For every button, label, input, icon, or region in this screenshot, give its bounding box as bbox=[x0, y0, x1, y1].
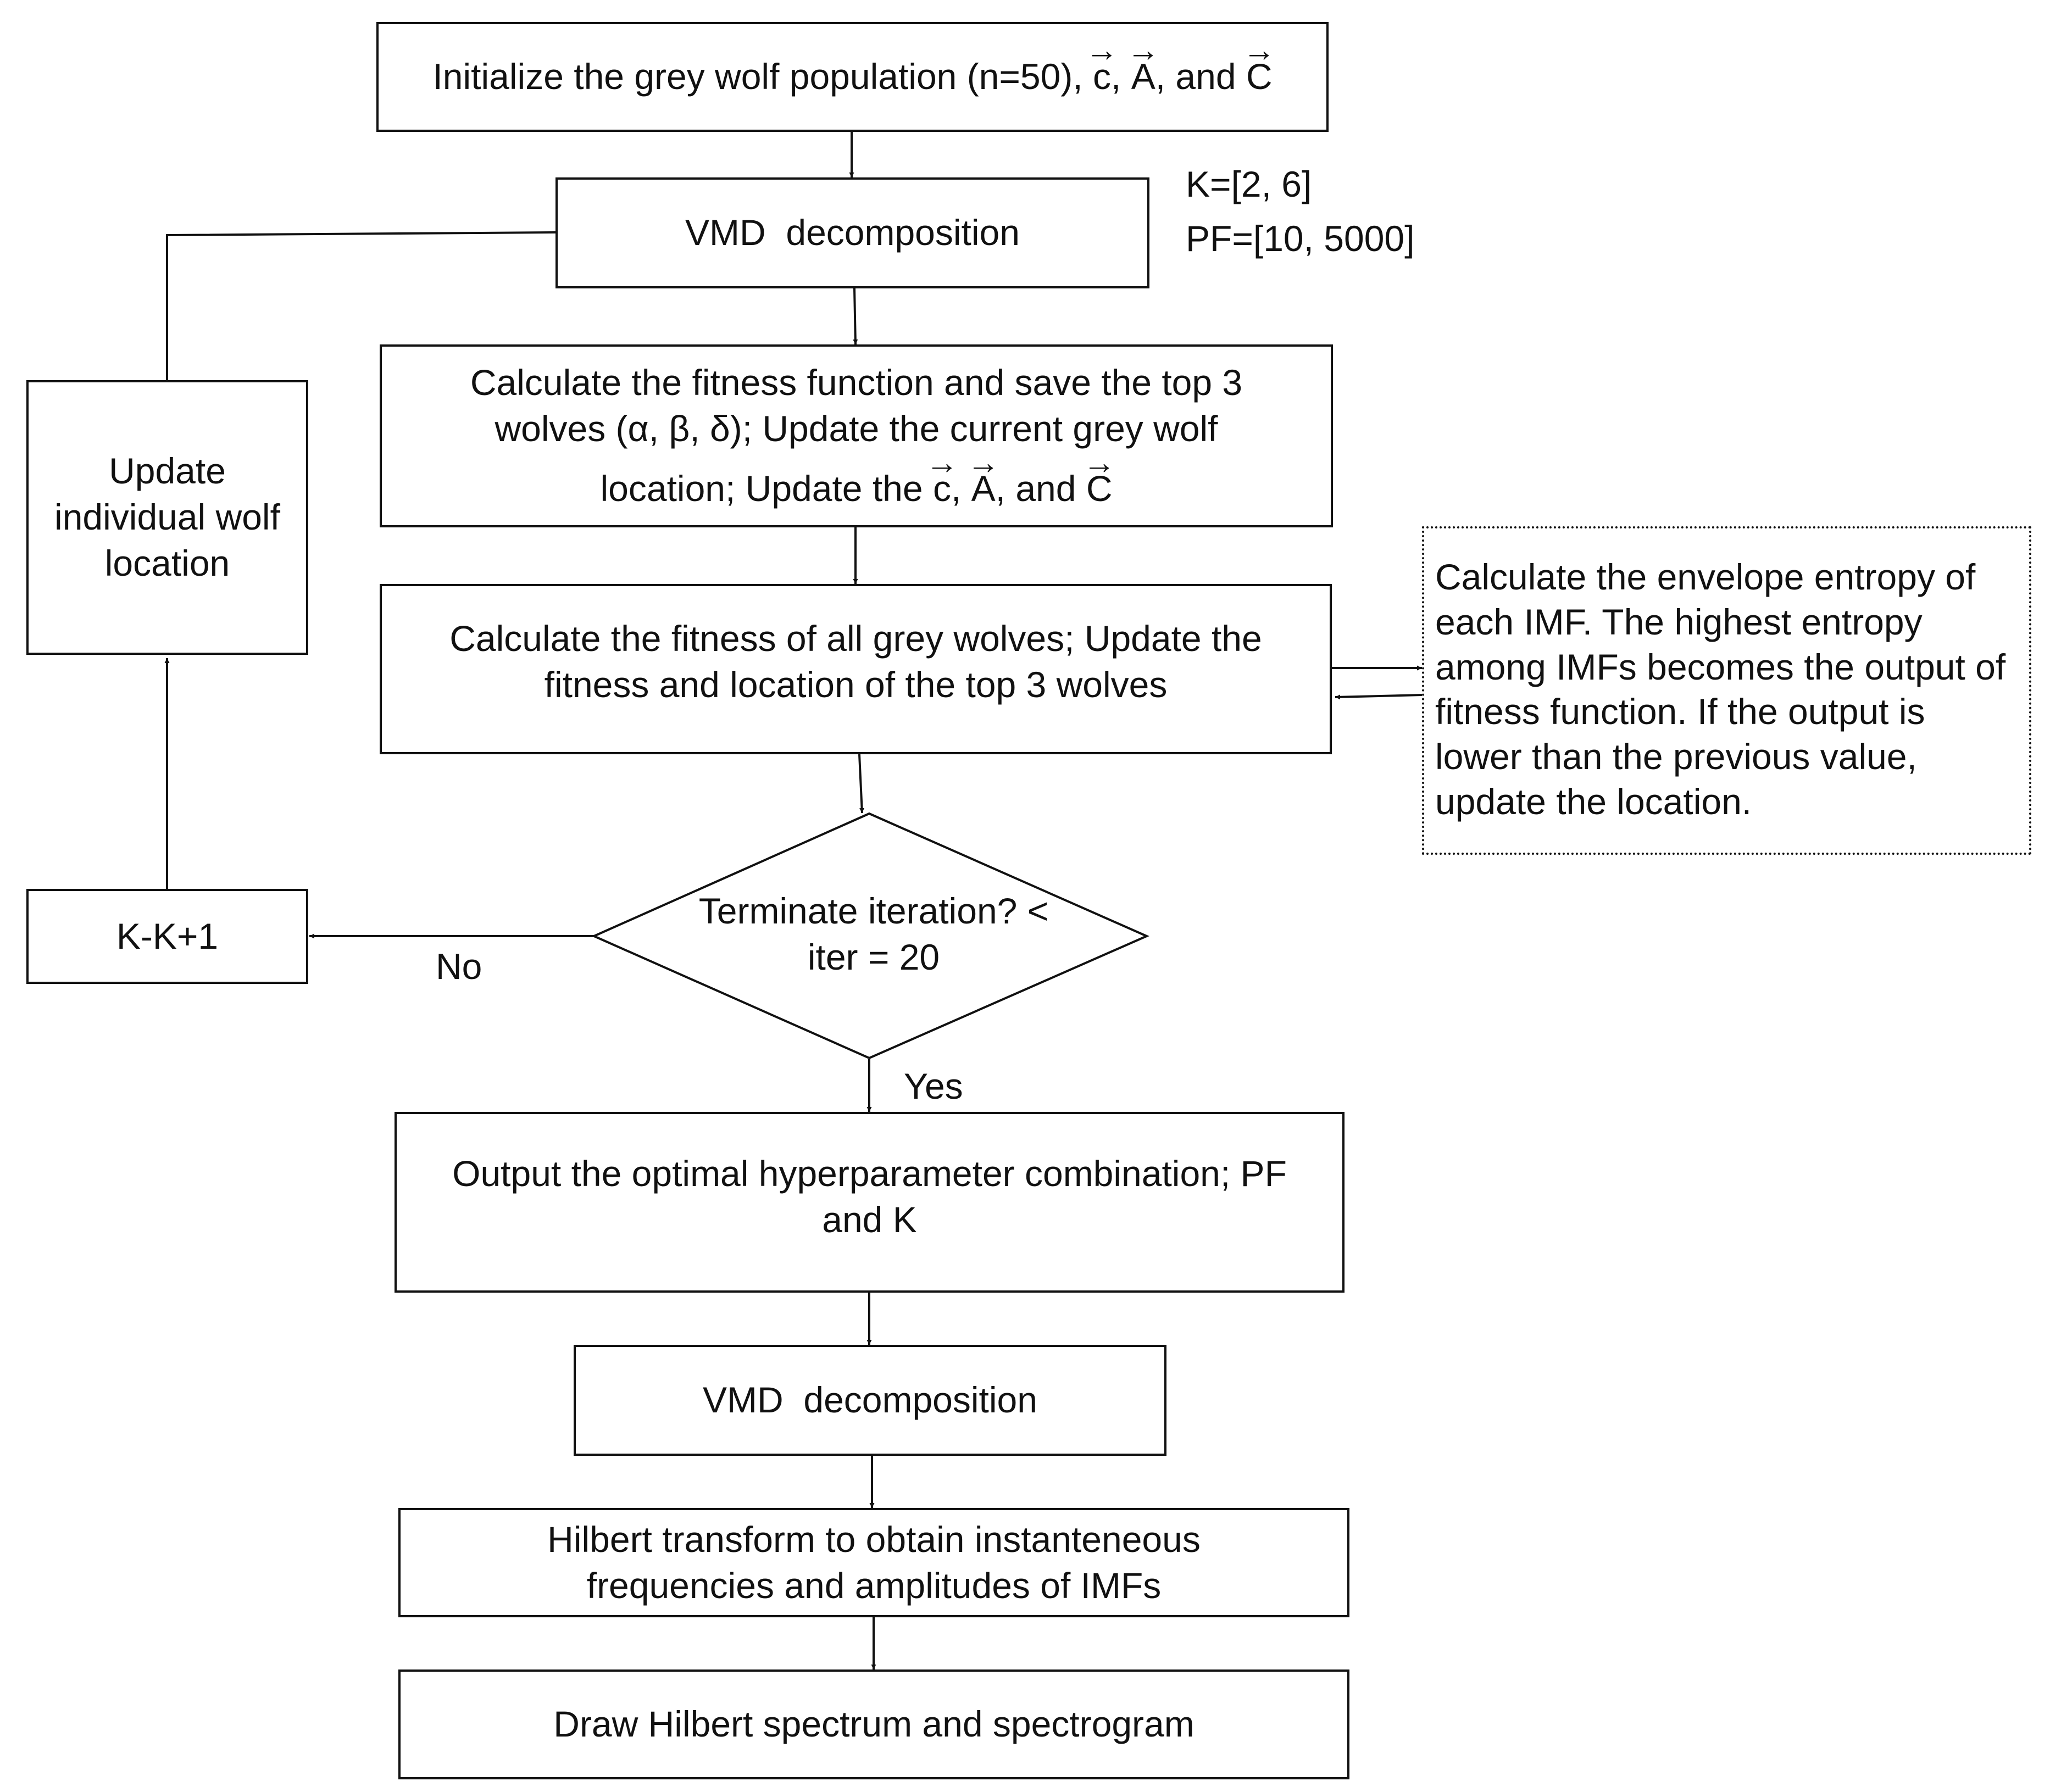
vmd-decomposition-final-box: VMD decomposition bbox=[574, 1345, 1166, 1456]
draw-spectrum-box: Draw Hilbert spectrum and spectrogram bbox=[398, 1669, 1349, 1779]
draw-spectrum-text: Draw Hilbert spectrum and spectrogram bbox=[553, 1704, 1195, 1745]
calc-fitness-function-box: Calculate the fitness function and save … bbox=[380, 344, 1333, 527]
vmd-decomposition-final-text: VMD decomposition bbox=[703, 1379, 1037, 1421]
init-and: and bbox=[1175, 56, 1236, 97]
init-population-box: Initialize the grey wolf population (n=5… bbox=[376, 22, 1329, 132]
update-individual-text: Update individual wolf location bbox=[54, 450, 280, 583]
update-individual-wolf-box: Update individual wolf location bbox=[26, 380, 308, 655]
k-increment-box: K-K+1 bbox=[26, 889, 308, 984]
no-label: No bbox=[436, 946, 482, 987]
pf-range-label: PF=[10, 5000] bbox=[1186, 218, 1415, 259]
hilbert-transform-box: Hilbert transform to obtain instanteneou… bbox=[398, 1508, 1349, 1617]
vector-a: A bbox=[971, 466, 996, 512]
calc-fitness-and: and bbox=[1015, 468, 1076, 509]
vmd-decomposition-text: VMD decomposition bbox=[685, 212, 1020, 253]
vector-cap-c: C bbox=[1246, 54, 1273, 100]
vmd-decomposition-box: VMD decomposition bbox=[555, 177, 1149, 288]
line-update-to-vmd bbox=[166, 231, 556, 380]
calc-fitness-line3-prefix: location; Update the bbox=[600, 468, 923, 509]
envelope-entropy-text: Calculate the envelope entropy of each I… bbox=[1435, 556, 2006, 822]
calc-fitness-line1: Calculate the fitness function and save … bbox=[470, 361, 1243, 403]
decision-diamond bbox=[591, 812, 1149, 1060]
vector-a: A bbox=[1131, 54, 1155, 100]
output-optimal-box: Output the optimal hyperparameter combin… bbox=[395, 1112, 1345, 1293]
vector-c: c bbox=[1093, 54, 1111, 100]
vector-cap-c: C bbox=[1086, 466, 1113, 512]
k-increment-text: K-K+1 bbox=[116, 915, 219, 956]
arrow-note-to-calc-all bbox=[1335, 694, 1423, 700]
envelope-entropy-note: Calculate the envelope entropy of each I… bbox=[1422, 526, 2031, 855]
hilbert-transform-text: Hilbert transform to obtain instanteneou… bbox=[547, 1518, 1201, 1606]
calc-all-text: Calculate the fitness of all grey wolves… bbox=[449, 618, 1262, 705]
calc-fitness-line2: wolves (α, β, δ); Update the current gre… bbox=[495, 408, 1218, 449]
vector-c: c bbox=[933, 466, 951, 512]
init-text: Initialize the grey wolf population (n=5… bbox=[432, 56, 1083, 97]
output-optimal-text: Output the optimal hyperparameter combin… bbox=[452, 1153, 1307, 1240]
arrow-calc-all-to-diamond bbox=[858, 754, 865, 814]
arrow-vmd-to-calc-fitness bbox=[853, 288, 858, 345]
k-range-label: K=[2, 6] bbox=[1186, 164, 1312, 204]
terminate-iteration-text: Terminate iteration? < iter = 20 bbox=[698, 891, 1049, 977]
yes-label: Yes bbox=[904, 1066, 963, 1106]
calc-all-wolves-box: Calculate the fitness of all grey wolves… bbox=[380, 584, 1332, 754]
